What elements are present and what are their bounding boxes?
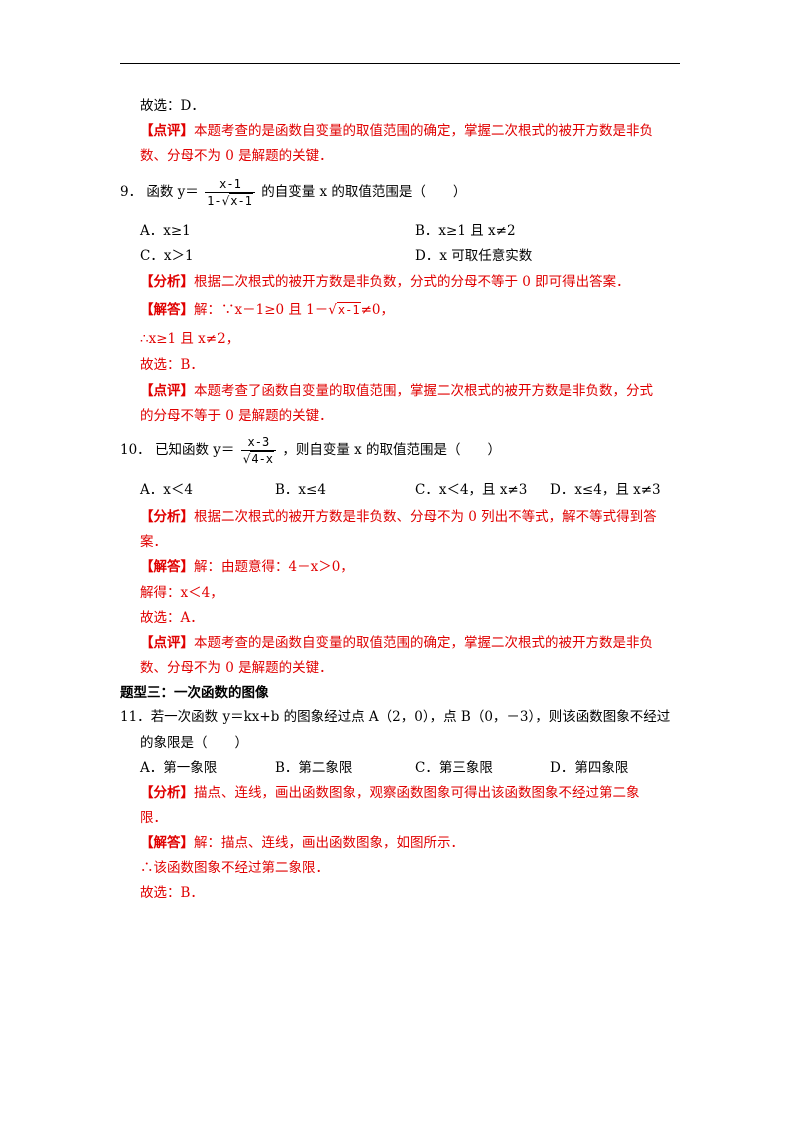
- stem-prefix: 函数 y＝: [146, 184, 199, 200]
- q11-stem-line1: 11．若一次函数 y＝kx+b 的图象经过点 A（2，0），点 B（0，－3），…: [120, 709, 671, 725]
- q11-option-a: A．第一象限: [140, 760, 218, 776]
- q8-comment-line2: 数、分母不为 0 是解题的关键．: [140, 148, 333, 164]
- q10-comment-line2: 数、分母不为 0 是解题的关键．: [140, 660, 333, 676]
- q11-answer: 故选：B．: [140, 885, 204, 901]
- q10-option-c: C．x＜4，且 x≠3: [415, 482, 528, 498]
- question-number: 9．: [120, 184, 143, 200]
- comment-tag: 【点评】: [140, 123, 194, 139]
- q10-option-b: B．x≤4: [275, 482, 326, 498]
- q10-comment-line1: 【点评】本题考查的是函数自变量的取值范围的确定，掌握二次根式的被开方数是非负: [140, 635, 653, 651]
- sqrt-icon: √: [328, 302, 337, 318]
- stem-suffix: 的自变量 x 的取值范围是（ ）: [261, 184, 467, 200]
- q10-solution: 【解答】解：由题意得：4－x＞0，: [140, 559, 354, 575]
- q11-stem-line2: 的象限是（ ）: [140, 735, 248, 751]
- q10-analysis-line1: 【分析】根据二次根式的被开方数是非负数、分母不为 0 列出不等式，解不等式得到答: [140, 509, 657, 525]
- q10-answer: 故选：A．: [140, 610, 204, 626]
- q9-option-a: A．x≥1: [140, 223, 191, 239]
- question-number: 11．: [120, 709, 151, 725]
- q9-analysis: 【分析】根据二次根式的被开方数是非负数，分式的分母不等于 0 即可得出答案．: [140, 274, 630, 290]
- q9-option-c: C．x＞1: [140, 248, 194, 264]
- q9-stem: 9． 函数 y＝ x-1 1-√x-1 的自变量 x 的取值范围是（ ）: [120, 176, 466, 209]
- q9-comment-line1: 【点评】本题考查了函数自变量的取值范围，掌握二次根式的被开方数是非负数，分式: [140, 383, 653, 399]
- q9-answer: 故选：B．: [140, 357, 204, 373]
- q9-solution-line2: ∴x≥1 且 x≠2，: [140, 331, 240, 347]
- q11-option-d: D．第四象限: [550, 760, 629, 776]
- q11-solution-line2: ∴该函数图象不经过第二象限．: [140, 860, 329, 876]
- sqrt-icon: √: [221, 194, 230, 208]
- fraction-denominator: 1-√x-1: [205, 192, 255, 209]
- q10-stem: 10． 已知函数 y＝ x-3 √4-x ，则自变量 x 的取值范围是（ ）: [120, 434, 502, 467]
- fraction-numerator: x-1: [219, 177, 241, 191]
- header-rule: [120, 63, 680, 64]
- question-number: 10．: [120, 442, 151, 458]
- q9-fraction: x-1 1-√x-1: [205, 176, 255, 209]
- q10-option-a: A．x＜4: [140, 482, 193, 498]
- q11-analysis-line2: 限．: [140, 810, 167, 826]
- q11-option-b: B．第二象限: [275, 760, 353, 776]
- q11-option-c: C．第三象限: [415, 760, 493, 776]
- q11-solution: 【解答】解：描点、连线，画出函数图象，如图所示．: [140, 835, 464, 851]
- q10-solution-line2: 解得：x＜4，: [140, 585, 224, 601]
- q9-comment-line2: 的分母不等于 0 是解题的关键．: [140, 408, 333, 424]
- q10-fraction: x-3 √4-x: [240, 434, 277, 467]
- q8-comment-line1: 【点评】本题考查的是函数自变量的取值范围的确定，掌握二次根式的被开方数是非负: [140, 123, 653, 139]
- q10-analysis-line2: 案．: [140, 534, 167, 550]
- q8-answer: 故选：D．: [140, 98, 205, 114]
- q9-solution: 【解答】解：∵x－1≥0 且 1－√x-1≠0，: [140, 302, 394, 318]
- section-title: 题型三：一次函数的图像: [120, 685, 269, 701]
- q11-analysis-line1: 【分析】描点、连线，画出函数图象，观察函数图象可得出该函数图象不经过第二象: [140, 785, 640, 801]
- q10-option-d: D．x≤4，且 x≠3: [550, 482, 661, 498]
- sqrt-icon: √: [242, 452, 251, 466]
- q9-option-d: D．x 可取任意实数: [415, 248, 533, 264]
- q9-option-b: B．x≥1 且 x≠2: [415, 223, 516, 239]
